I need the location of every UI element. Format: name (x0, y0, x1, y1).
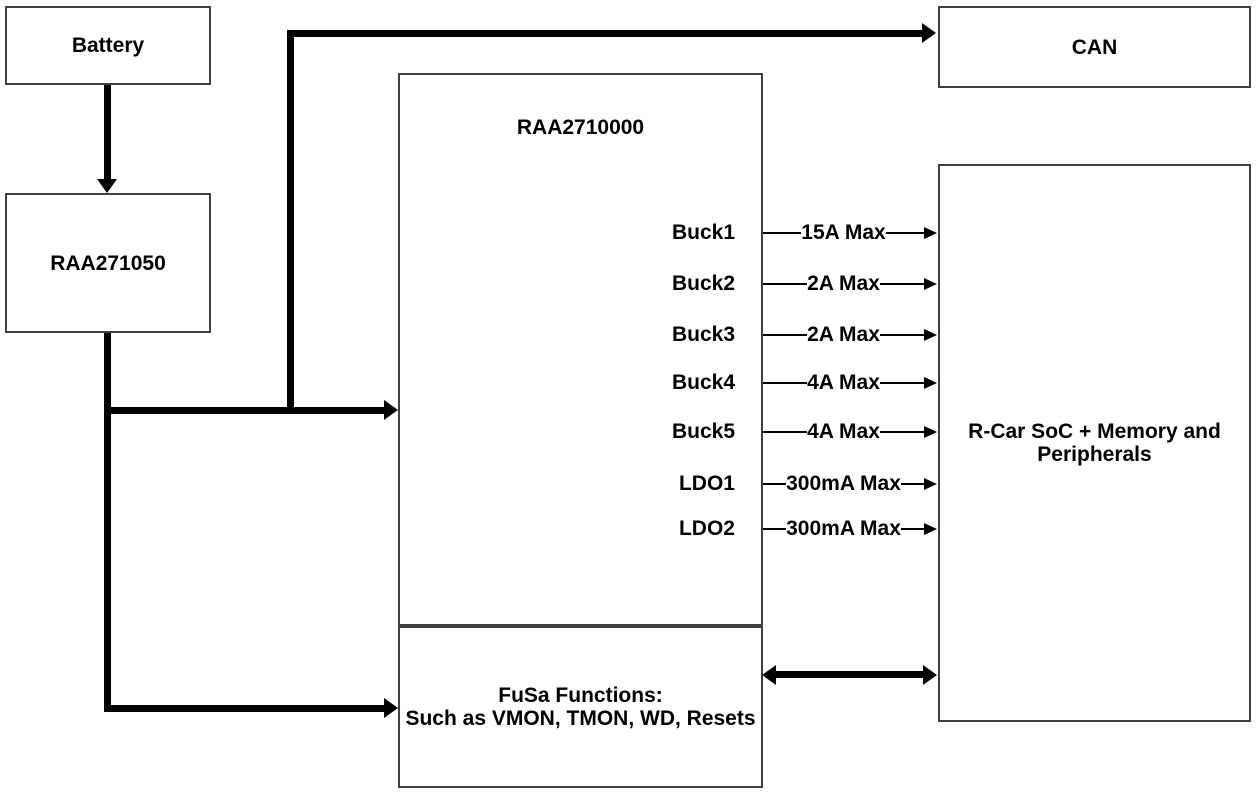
can-label: CAN (1071, 35, 1118, 59)
port-rating-label: 300mA Max (786, 472, 901, 495)
arrowhead-right-icon (924, 227, 937, 239)
fusa-line1: FuSa Functions: (498, 684, 663, 707)
arrowhead-right-icon (924, 478, 938, 490)
port-output-arrow: 2A Max (763, 272, 938, 296)
arrow-line (879, 283, 925, 285)
arrowhead-right-icon (924, 426, 938, 438)
rcar-line2: Peripherals (1037, 443, 1152, 466)
port-name-label: LDO2 (678, 517, 735, 540)
arrow-line (763, 382, 808, 384)
port-output-arrow: 2A Max (763, 323, 938, 347)
supply-branch-up-line (287, 33, 294, 414)
arrowhead-right-icon (922, 23, 936, 43)
port-output-arrow: 15A Max (763, 221, 937, 245)
arrowhead-right-icon (924, 377, 938, 389)
arrowhead-right-icon (924, 329, 938, 341)
port-rating-label: 300mA Max (786, 517, 901, 540)
arrowhead-down-icon (97, 179, 117, 193)
supply-to-raa2710000-line (104, 407, 386, 414)
battery-box: Battery (5, 6, 211, 85)
arrow-line (763, 334, 808, 336)
port-rating-label: 4A Max (807, 371, 880, 394)
raa2710000-title: RAA2710000 (516, 116, 645, 139)
arrow-line (763, 483, 787, 485)
port-rating-label: 2A Max (807, 323, 880, 346)
arrowhead-right-icon (384, 698, 398, 718)
port-name-label: Buck5 (671, 420, 735, 443)
port-output-arrow: 300mA Max (763, 472, 938, 496)
supply-to-fusa-line (104, 705, 386, 712)
arrowhead-right-icon (924, 523, 938, 535)
battery-to-raa271050-line (104, 85, 111, 179)
arrow-line (885, 232, 924, 234)
port-output-arrow: 4A Max (763, 371, 938, 395)
raa271050-label: RAA271050 (50, 251, 166, 275)
arrow-line (763, 528, 787, 530)
port-output-arrow: 300mA Max (763, 517, 938, 541)
arrow-line (763, 431, 808, 433)
arrow-line (763, 283, 808, 285)
arrow-line (763, 232, 802, 234)
port-name-label: Buck3 (671, 323, 735, 346)
battery-label: Battery (71, 34, 145, 57)
port-name-label: Buck4 (671, 371, 735, 394)
port-name-label: LDO1 (678, 472, 735, 495)
raa2710000-box: RAA2710000 (398, 73, 763, 626)
arrowhead-right-icon (924, 278, 938, 290)
fusa-rcar-bidirectional-line (775, 671, 925, 678)
raa271050-box: RAA271050 (5, 193, 211, 333)
rcar-line1: R-Car SoC + Memory and (968, 420, 1221, 443)
arrow-line (879, 334, 925, 336)
arrowhead-left-icon (762, 665, 776, 685)
arrow-line (879, 382, 925, 384)
port-rating-label: 4A Max (807, 420, 880, 443)
raa271050-output-vertical-line (104, 333, 111, 712)
arrowhead-right-icon (923, 665, 937, 685)
arrowhead-right-icon (384, 400, 398, 420)
fusa-line2: Such as VMON, TMON, WD, Resets (405, 707, 756, 730)
port-name-label: Buck1 (671, 221, 735, 244)
arrow-line (900, 528, 925, 530)
port-output-arrow: 4A Max (763, 420, 938, 444)
supply-to-can-line (287, 30, 924, 37)
port-rating-label: 15A Max (801, 221, 886, 244)
rcar-soc-box: R-Car SoC + Memory and Peripherals (938, 164, 1251, 722)
port-rating-label: 2A Max (807, 272, 880, 295)
fusa-functions-box: FuSa Functions: Such as VMON, TMON, WD, … (398, 626, 763, 788)
arrow-line (879, 431, 925, 433)
can-box: CAN (938, 6, 1251, 88)
port-name-label: Buck2 (671, 272, 735, 295)
arrow-line (900, 483, 925, 485)
